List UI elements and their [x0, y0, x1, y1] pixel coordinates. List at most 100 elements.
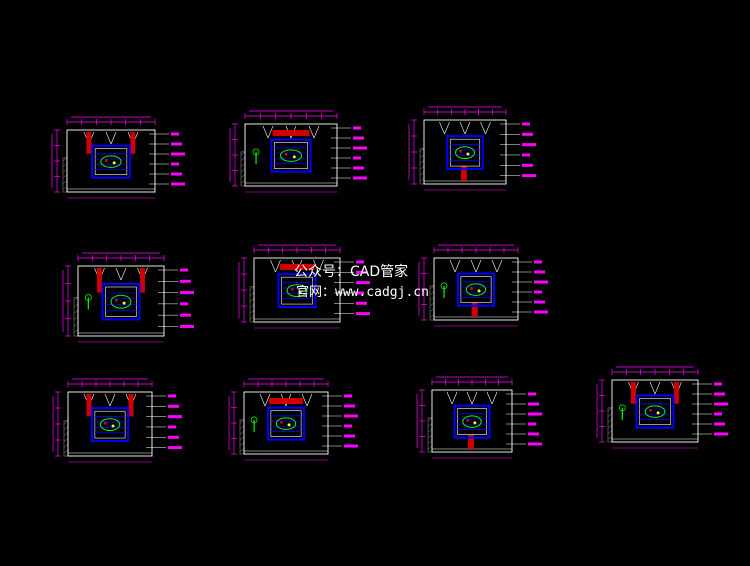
leader-label [180, 279, 191, 283]
hatch-stroke [249, 292, 255, 296]
panel [460, 276, 492, 303]
watermark-line-1: 公众号：CAD管家 [294, 263, 408, 280]
leader-label [534, 310, 548, 314]
leader-label [353, 166, 364, 170]
hatch-stroke [427, 434, 433, 439]
plant-leaf [250, 416, 258, 424]
leader-label [714, 412, 722, 416]
leader-label [528, 412, 542, 416]
panel-frame [266, 406, 306, 441]
painting-motif [286, 284, 308, 298]
light-ray [454, 259, 461, 273]
elevation-8 [228, 378, 358, 461]
light-ray [466, 391, 473, 405]
painting-dot [656, 411, 660, 415]
leader-label [356, 260, 364, 264]
hatch-stroke [239, 436, 245, 441]
hatch-stroke [427, 440, 433, 444]
painting-motif [644, 405, 666, 418]
panel-frame [101, 283, 141, 321]
light-ray [259, 393, 266, 407]
light-ray [459, 121, 466, 135]
leader-label [344, 404, 355, 408]
light-ray [464, 121, 471, 135]
hatch-stroke [62, 169, 68, 173]
leader-label [356, 270, 367, 274]
leader-label [534, 270, 545, 274]
hatch-stroke [427, 423, 433, 427]
hatch-stroke [427, 417, 433, 422]
elevation-outline [431, 389, 513, 453]
panel [94, 148, 128, 175]
red-pillar [130, 132, 136, 154]
leader-label [534, 300, 545, 304]
plant-leaf [252, 148, 260, 156]
hatch-stroke [239, 419, 245, 424]
painting-dot [103, 421, 107, 425]
light-ray [475, 259, 482, 273]
elevation-10 [596, 366, 728, 449]
leader-label [714, 382, 722, 386]
light-ray [449, 259, 456, 273]
leader-label [356, 301, 367, 305]
elevation-outline [611, 379, 699, 443]
hatch-stroke [249, 298, 255, 302]
panel [94, 410, 126, 439]
hatch-stroke [419, 172, 425, 176]
leader-label [344, 414, 358, 418]
elevation-outline [423, 119, 507, 185]
painting-dot [648, 408, 652, 412]
leader-label [522, 143, 536, 147]
painting-dot [122, 301, 126, 305]
red-valance [272, 130, 310, 136]
hatch-stroke [419, 160, 425, 164]
hatch-stroke [607, 424, 613, 429]
elevation-3 [408, 106, 536, 191]
elevation-6 [418, 244, 548, 327]
light-ray [267, 125, 274, 139]
elevation-outline [243, 391, 329, 455]
hatch-stroke [239, 425, 245, 429]
leader-label [356, 312, 370, 316]
leader-label [180, 268, 188, 272]
hatch-stroke [62, 186, 68, 190]
light-ray [105, 131, 112, 145]
panel [639, 398, 671, 425]
light-ray [471, 391, 478, 405]
hatch-stroke [429, 308, 435, 312]
light-ray [301, 393, 308, 407]
leader-label [168, 415, 182, 419]
leader-label [522, 174, 536, 178]
leader-label [168, 446, 182, 450]
plant-leaf [440, 282, 448, 290]
leader-label [528, 392, 536, 396]
hatch-stroke [419, 177, 425, 182]
light-ray [110, 131, 117, 145]
leader-label [534, 280, 548, 284]
hatch-stroke [607, 419, 613, 423]
watermark: 公众号：CAD管家 官网：www.cadgj.cn [294, 263, 429, 300]
leader-label [171, 142, 182, 146]
hatch-stroke [429, 314, 435, 318]
leader-label [180, 302, 188, 306]
light-ray [109, 393, 116, 407]
light-ray [264, 393, 271, 407]
hatch-stroke [240, 163, 246, 167]
light-ray [275, 259, 281, 273]
painting-dot [466, 152, 470, 156]
leader-label [168, 404, 179, 408]
painting-dot [111, 424, 115, 428]
hatch-stroke [240, 157, 246, 161]
hatch-stroke [62, 163, 68, 167]
painting-dot [292, 155, 296, 159]
hatch-stroke [427, 446, 433, 450]
elevation-outline [67, 391, 153, 457]
hatch-stroke [73, 322, 79, 327]
light-ray [491, 259, 498, 273]
panel [457, 408, 487, 435]
leader-label [353, 146, 367, 150]
leader-label [522, 153, 530, 157]
leader-label [528, 422, 536, 426]
